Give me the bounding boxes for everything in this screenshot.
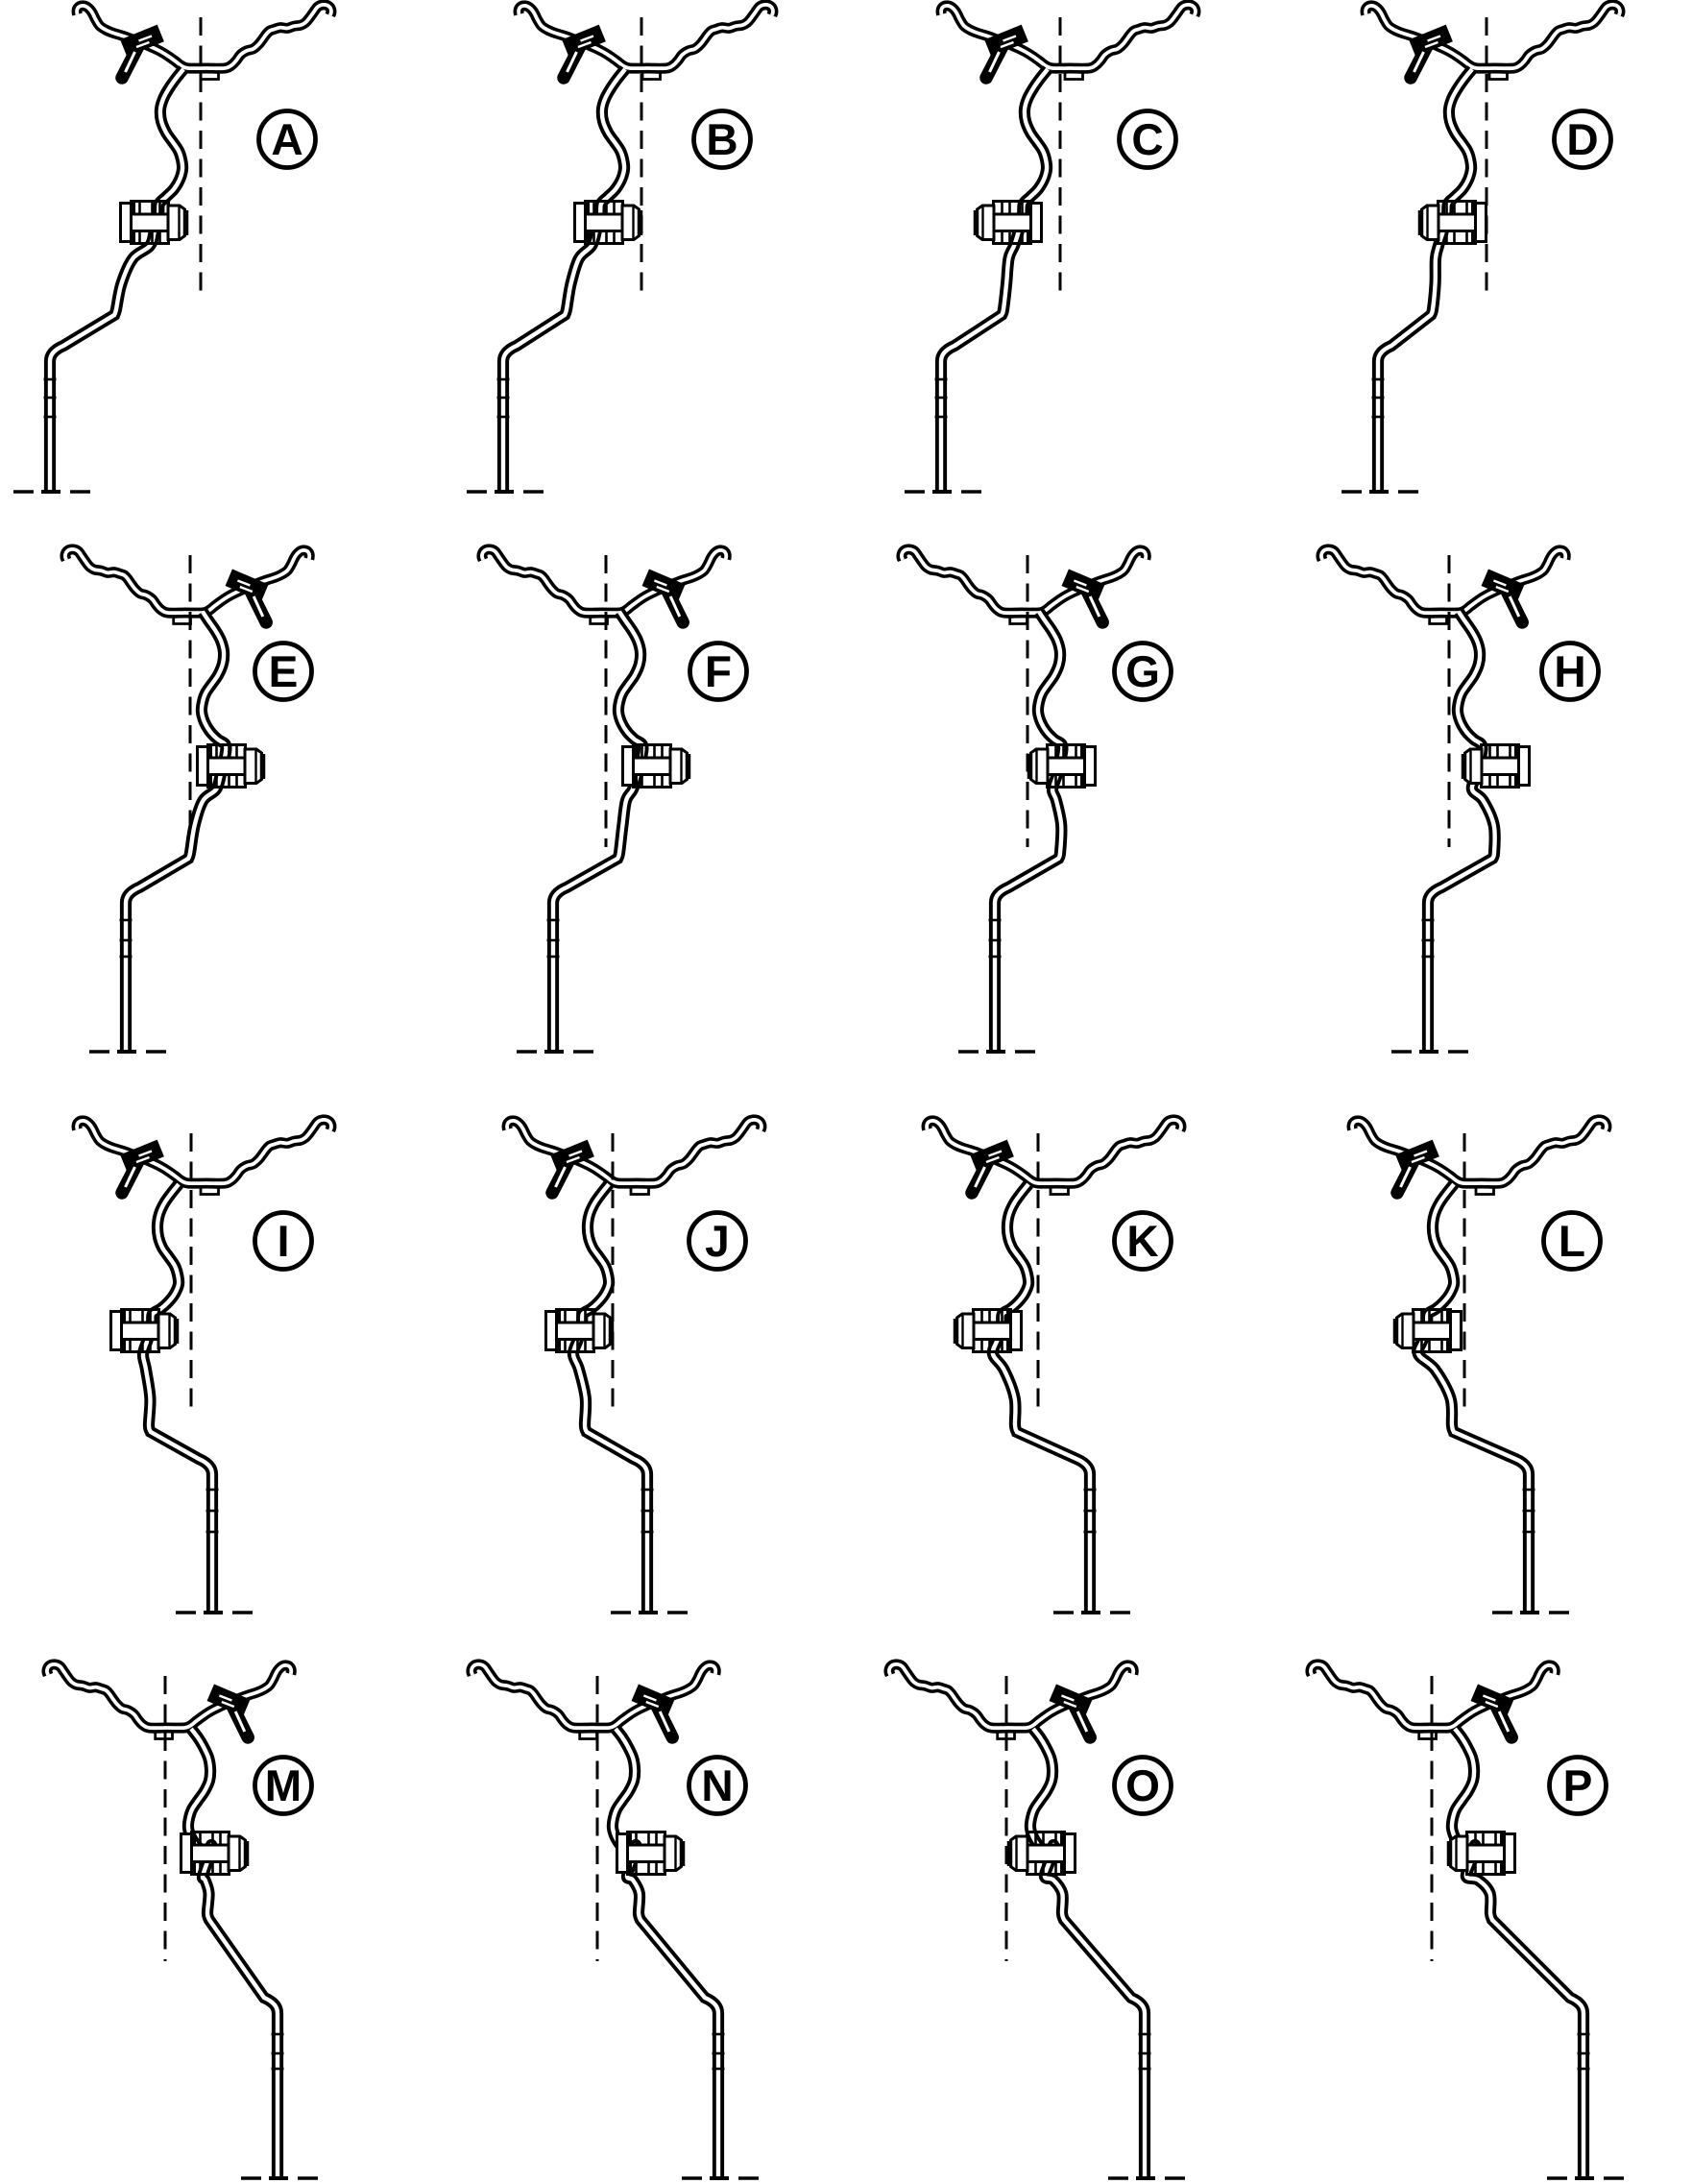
svg-text:O: O (1125, 1760, 1160, 1810)
svg-text:K: K (1126, 1216, 1158, 1266)
svg-text:C: C (1131, 114, 1163, 164)
svg-text:D: D (1566, 114, 1598, 164)
svg-text:N: N (701, 1760, 733, 1810)
svg-text:P: P (1563, 1760, 1593, 1810)
svg-text:E: E (269, 646, 299, 696)
svg-text:B: B (706, 114, 737, 164)
svg-text:H: H (1554, 646, 1585, 696)
svg-text:J: J (705, 1216, 730, 1266)
svg-text:L: L (1559, 1216, 1585, 1266)
svg-text:M: M (265, 1760, 302, 1810)
svg-text:I: I (278, 1216, 290, 1266)
svg-text:A: A (271, 114, 302, 164)
svg-text:F: F (705, 646, 732, 696)
svg-text:G: G (1125, 646, 1160, 696)
